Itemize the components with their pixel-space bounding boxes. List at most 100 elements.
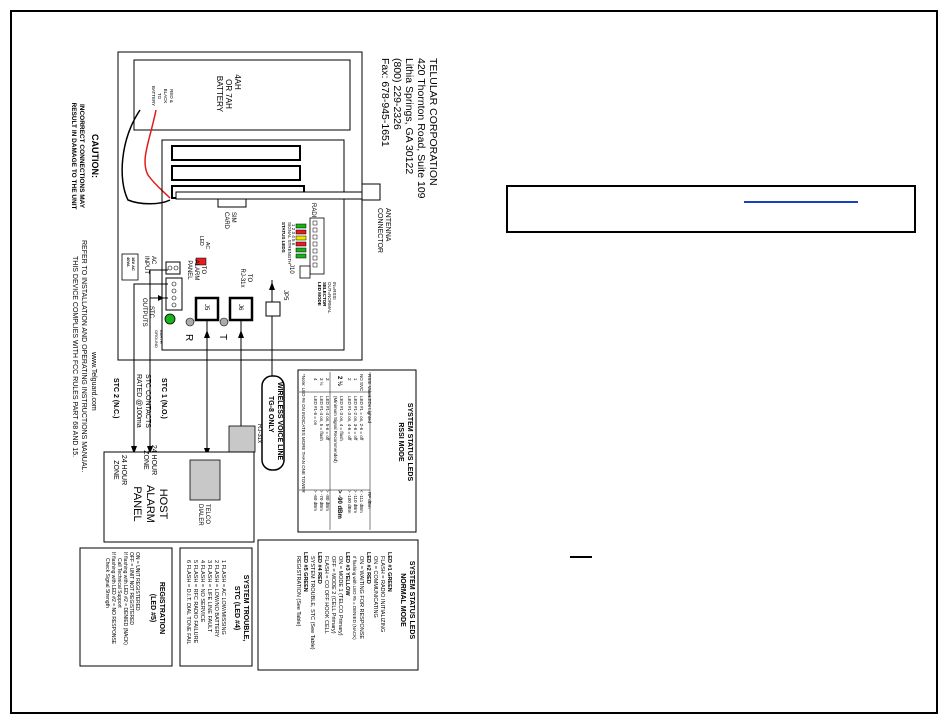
- svg-text:1 2 3 4 5 6: 1 2 3 4 5 6: [291, 224, 296, 246]
- svg-text:< -111 dBm: < -111 dBm: [359, 490, 364, 513]
- svg-text:REGISTRATION: REGISTRATION: [158, 582, 165, 634]
- svg-text:RSSI MODE: RSSI MODE: [397, 422, 404, 462]
- svg-text:AC: AC: [150, 256, 156, 265]
- svg-text:J5: J5: [203, 304, 209, 311]
- registration-title: REGISTRATION (LED #5): [149, 582, 165, 634]
- website-label: www.Telguard.com: [90, 351, 97, 411]
- svg-text:LED #1-3 on, 4-6 = off: LED #1-3 on, 4-6 = off: [347, 396, 352, 441]
- svg-text:ZONE: ZONE: [142, 450, 149, 470]
- r-label: R: [183, 334, 194, 341]
- stc-output-terminal: [165, 277, 183, 311]
- black-battery-wire: [121, 109, 171, 205]
- to-alarm-panel-label: TO ALARM PANEL: [186, 260, 206, 281]
- ac-spec-box: [121, 253, 139, 281]
- svg-text:RSSI Value: RSSI Value: [367, 374, 372, 397]
- led-5: [295, 247, 307, 253]
- svg-text:STC 2 (N.C.): STC 2 (N.C.): [112, 378, 119, 418]
- svg-text:3 FLASH = LIFE LINE FAULT: 3 FLASH = LIFE LINE FAULT: [206, 560, 212, 633]
- svg-text:SIGNAL STRENGTH: SIGNAL STRENGTH: [287, 222, 292, 264]
- svg-text:FLASH = RADIO INITIALIZING: FLASH = RADIO INITIALIZING: [379, 556, 385, 632]
- svg-text:www.Telguard.com: www.Telguard.com: [90, 351, 97, 411]
- svg-text:RED &: RED &: [169, 89, 174, 103]
- svg-text:INPUT: INPUT: [143, 256, 149, 274]
- svg-text:ALARM: ALARM: [144, 485, 156, 523]
- svg-text:LED #5 GREEN: LED #5 GREEN: [302, 552, 308, 592]
- svg-text:RF dBm: RF dBm: [367, 492, 372, 509]
- caution-note: CAUTION: INCORRECT CONNECTIONS MAY RESUL…: [70, 102, 100, 209]
- antenna-label: ANTENNA CONNECTOR: [376, 208, 391, 253]
- t-terminal: [219, 317, 229, 327]
- svg-text:TELCO: TELCO: [204, 504, 210, 524]
- svg-text:ANTENNA: ANTENNA: [384, 208, 391, 242]
- svg-text:SYSTEM STATUS LEDS: SYSTEM STATUS LEDS: [408, 561, 415, 640]
- sim-card-slot: [217, 198, 247, 208]
- company-address2: Lithia Springs, GA 30122: [403, 58, 415, 174]
- refer-note: REFER TO INSTALLATION AND OPERATING INST…: [71, 240, 87, 472]
- pin-header-pins: [312, 220, 318, 268]
- svg-text:> -110 dBm: > -110 dBm: [353, 490, 358, 513]
- wireless-voice-line-badge: [261, 375, 285, 471]
- svg-text:EARTH: EARTH: [159, 330, 164, 344]
- svg-text:OR 7AH: OR 7AH: [224, 79, 233, 109]
- svg-text:CAUTION:: CAUTION:: [90, 134, 100, 178]
- led-2: [295, 229, 307, 235]
- stc-contacts-label: STC CONTACTS RATED @100ma: [135, 374, 151, 428]
- wireless-label: WIRELESS VOICE LINE TG-8 ONLY: [267, 382, 283, 461]
- status-leds-label: STATUS LEDS SIGNAL STRENGTH: [281, 222, 292, 264]
- svg-text:BATTERY: BATTERY: [215, 76, 224, 113]
- svg-text:SELECTOR: SELECTOR: [322, 282, 327, 307]
- telco-dialer: [189, 459, 221, 501]
- j6-label: J6: [237, 304, 243, 311]
- hyperlink-underline[interactable]: [744, 201, 858, 203]
- svg-text:SYSTEM TROUBLE, STC (See Table: SYSTEM TROUBLE, STC (See Table): [309, 556, 315, 650]
- telco-dialer-label: TELCO DIALER: [197, 504, 210, 526]
- registration-box: [79, 547, 173, 667]
- company-fax: Fax: 678-945-1651: [379, 58, 391, 147]
- svg-text:GROUND: GROUND: [154, 330, 159, 348]
- ac-spec-label: 16V AC 40VA: [126, 257, 136, 271]
- svg-text:3 ½: 3 ½: [319, 378, 325, 386]
- svg-text:FLASH = CO OFF HOOK CELL: FLASH = CO OFF HOOK CELL: [323, 556, 329, 634]
- svg-text:ZONE: ZONE: [112, 460, 119, 480]
- svg-text:OUTPUTS: OUTPUTS: [141, 298, 147, 327]
- svg-text:4: 4: [313, 378, 318, 381]
- stc1-label: STC 1 (N.O.): [160, 378, 167, 419]
- svg-text:LED #1-2 on, 3-6 = off: LED #1-2 on, 3-6 = off: [353, 396, 358, 441]
- svg-text:RJ-31x: RJ-31x: [239, 268, 245, 287]
- svg-text:> -90 dBm: > -90 dBm: [336, 490, 342, 519]
- sim-label: SIM CARD: [223, 212, 236, 230]
- svg-text:NORMAL MODE: NORMAL MODE: [399, 573, 406, 627]
- svg-text:16V AC: 16V AC: [131, 257, 136, 271]
- jp5-label: JP5: [282, 290, 288, 301]
- svg-text:RJ-31x: RJ-31x: [256, 424, 262, 443]
- svg-text:REGISTRATION (See Table): REGISTRATION (See Table): [295, 556, 301, 627]
- svg-text:J6: J6: [237, 304, 243, 311]
- led-3: [295, 235, 307, 241]
- battery-compartment: [133, 59, 351, 131]
- j10-label: J10: [288, 264, 294, 274]
- svg-text:2: 2: [347, 378, 352, 381]
- svg-text:CONNECTOR: CONNECTOR: [376, 208, 383, 253]
- radio-module: [175, 191, 377, 200]
- svg-text:SIM: SIM: [230, 212, 236, 223]
- svg-text:(Minimum Signal Recommended): (Minimum Signal Recommended): [333, 396, 338, 463]
- svg-text:NO SVC: NO SVC: [359, 374, 364, 392]
- system-trouble-box: [179, 547, 253, 667]
- svg-text:LED #1-4 on, 5-6 = off: LED #1-4 on, 5-6 = off: [325, 396, 330, 441]
- svg-text:BLACK: BLACK: [163, 89, 168, 104]
- svg-text:STC 1 (N.O.): STC 1 (N.O.): [160, 378, 167, 419]
- svg-text:TO: TO: [246, 274, 252, 283]
- registration-items: ON = UNIT REGISTERED OFF = UNIT NOT REGI…: [104, 552, 140, 645]
- svg-text:1 FLASH = AC LOW/MISSING: 1 FLASH = AC LOW/MISSING: [220, 560, 226, 635]
- svg-text:INCORRECT CONNECTIONS MAY: INCORRECT CONNECTIONS MAY: [78, 104, 85, 209]
- dash-mark: [570, 556, 592, 558]
- company-address: TELULAR CORPORATION 420 Thornton Road, S…: [379, 58, 439, 199]
- ac-input-label: AC INPUT: [143, 256, 156, 274]
- svg-text:2 FLASH = LOW/NO BATTERY: 2 FLASH = LOW/NO BATTERY: [213, 560, 219, 638]
- svg-text:24 HOUR: 24 HOUR: [120, 455, 127, 485]
- svg-text:HOST: HOST: [157, 489, 169, 520]
- radio-label: RADIO: [310, 203, 316, 222]
- svg-text:REFER TO INSTALLATION AND OPER: REFER TO INSTALLATION AND OPERATING INST…: [80, 240, 87, 472]
- zone-24-a-label: 24 HOUR ZONE: [142, 445, 157, 475]
- svg-text:6 FLASH = D.I.T. DIAL TONE FAI: 6 FLASH = D.I.T. DIAL TONE FAIL: [185, 560, 191, 644]
